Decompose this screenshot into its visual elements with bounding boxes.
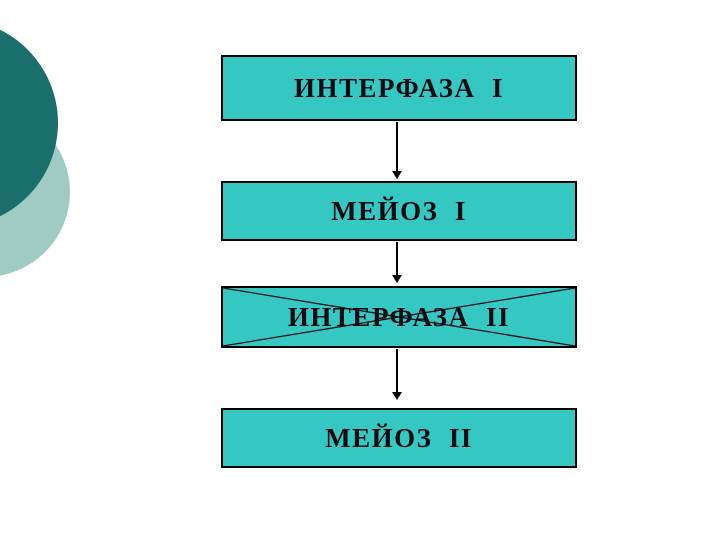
node-interphase-1-label: ИНТЕРФАЗА I xyxy=(293,72,505,103)
node-meiosis-1-label: МЕЙОЗ I xyxy=(331,195,467,226)
node-meiosis-1: МЕЙОЗ I xyxy=(221,181,577,241)
node-interphase-1: ИНТЕРФАЗА I xyxy=(221,55,577,121)
node-meiosis-2-label: МЕЙОЗ II xyxy=(325,422,473,453)
flow-arrow-1 xyxy=(391,122,403,179)
arrow-head-icon xyxy=(392,275,402,283)
arrow-shaft xyxy=(396,349,398,392)
arrow-head-icon xyxy=(392,171,402,179)
arrow-shaft xyxy=(396,122,398,171)
arrow-head-icon xyxy=(392,392,402,400)
flow-arrow-2 xyxy=(391,242,403,283)
node-interphase-2: ИНТЕРФАЗА II xyxy=(221,286,577,348)
node-meiosis-2: МЕЙОЗ II xyxy=(221,408,577,468)
arrow-shaft xyxy=(396,242,398,275)
node-interphase-2-label: ИНТЕРФАЗА II xyxy=(287,301,511,332)
flow-arrow-3 xyxy=(391,349,403,400)
